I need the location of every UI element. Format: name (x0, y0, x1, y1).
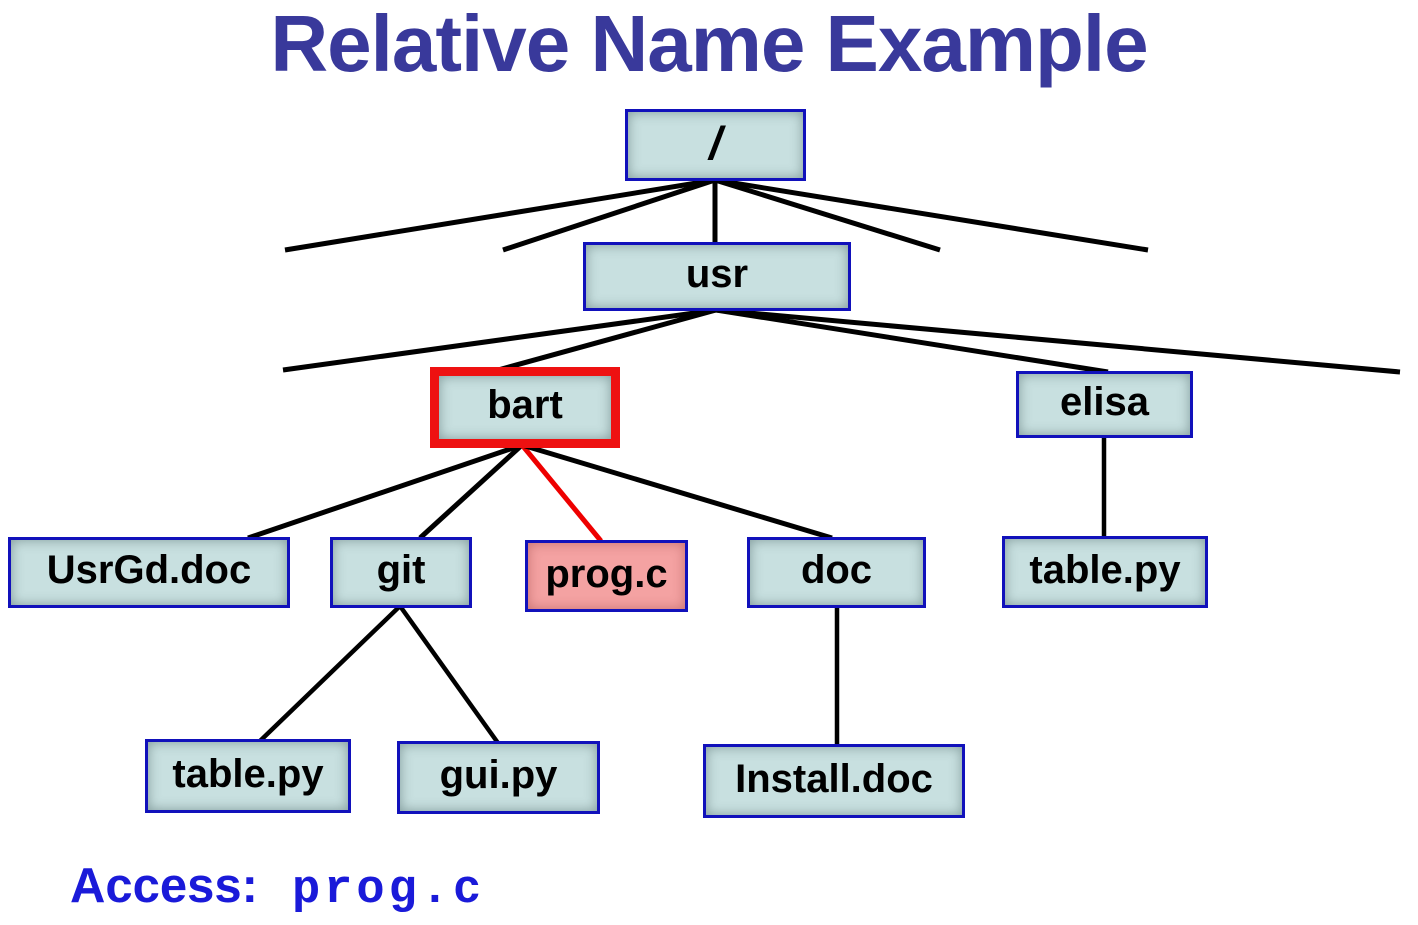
node-prog-c-target: prog.c (525, 540, 688, 612)
access-label: Access: (70, 859, 258, 913)
node-usr: usr (583, 242, 851, 311)
edge-root-dangling-left1 (284, 177, 716, 253)
node-elisa-table-py-label: table.py (1029, 547, 1181, 592)
access-line: Access: prog.c (70, 858, 485, 917)
edge-root-dangling-right1 (714, 177, 941, 253)
node-bart-label: bart (487, 383, 563, 427)
edge-usr-dangling-left (282, 307, 717, 373)
node-root: / (625, 109, 806, 181)
node-elisa-label: elisa (1060, 380, 1149, 424)
node-gui-py-label: gui.py (439, 753, 558, 797)
node-doc: doc (747, 537, 926, 608)
node-elisa-table-py: table.py (1002, 536, 1208, 608)
node-bart-highlighted: bart (430, 367, 620, 448)
node-install-doc: Install.doc (703, 744, 965, 818)
node-install-doc-label: Install.doc (735, 756, 933, 801)
edge-bart-usrgd-doc (247, 442, 523, 541)
node-root-label: / (709, 117, 722, 169)
edge-root-dangling-right2 (714, 177, 1149, 253)
access-path-value: prog.c (291, 864, 486, 917)
edge-usr-elisa (715, 307, 1109, 375)
edge-bart-prog-c-highlight (520, 443, 603, 543)
node-usrgd-doc-label: UsrGd.doc (46, 548, 252, 592)
edge-root-dangling-left2 (502, 177, 716, 253)
edge-bart-git (418, 443, 524, 540)
node-git: git (330, 537, 472, 608)
node-usr-label: usr (685, 252, 749, 296)
page-title: Relative Name Example (270, 0, 1148, 88)
node-elisa: elisa (1016, 371, 1193, 438)
edge-usr-dangling-right (715, 307, 1401, 375)
edge-bart-doc (521, 442, 833, 541)
node-gui-py: gui.py (397, 741, 600, 814)
edge-usr-bart (497, 307, 717, 373)
node-git-label: git (376, 548, 426, 592)
node-doc-label: doc (800, 548, 873, 592)
edge-git-gui-py (398, 604, 500, 745)
node-git-table-py-label: table.py (172, 751, 324, 796)
edge-git-table-py (258, 604, 402, 743)
node-prog-c-label: prog.c (545, 551, 668, 596)
node-git-table-py: table.py (145, 739, 351, 813)
node-usrgd-doc: UsrGd.doc (8, 537, 290, 608)
